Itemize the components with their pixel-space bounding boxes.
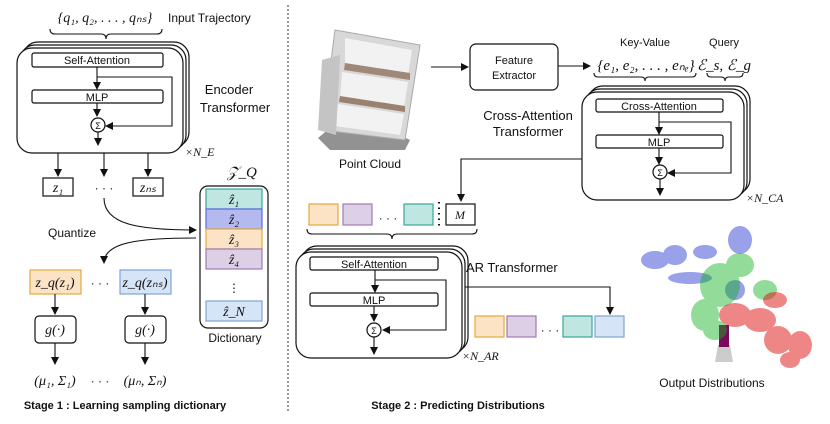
- ca-label-2: Transformer: [493, 124, 564, 139]
- mask-token: [445, 203, 476, 226]
- dictionary-entry: [205, 300, 263, 322]
- quantized-zns-label: z_q(zₙₛ): [121, 276, 167, 291]
- token-brace: [306, 228, 478, 240]
- input-trajectory-label: Input Trajectory: [168, 11, 251, 25]
- dictionary-entry-label: ẑ₁: [228, 193, 239, 208]
- gaussian-dots: · · ·: [91, 374, 110, 388]
- stage1-caption: Stage 1 : Learning sampling dictionary: [24, 400, 227, 412]
- encoder-label-2: Transformer: [200, 100, 271, 115]
- quantize-label: Quantize: [48, 226, 96, 240]
- ar-label: AR Transformer: [466, 260, 558, 275]
- ar-self-attention-block: [309, 256, 439, 271]
- input-token-row: · · · M: [308, 202, 476, 226]
- query-label: Query: [709, 37, 739, 49]
- key-value-brace: [593, 72, 697, 82]
- cross-attention-transformer: Cross-Attention MLP Σ: [581, 85, 751, 201]
- dictionary-entry-label: ẑ_N: [222, 305, 245, 320]
- sum-symbol: Σ: [95, 121, 101, 131]
- query-brace: [706, 72, 744, 82]
- self-attention-label: Self-Attention: [64, 55, 130, 67]
- gaussian-n: (μₙ, Σₙ): [124, 374, 167, 389]
- quantize-arrow-out: [100, 237, 197, 264]
- output-distributions-label: Output Distributions: [659, 376, 764, 390]
- encoder-label: Encoder: [205, 82, 254, 97]
- dictionary-entry: [205, 248, 263, 270]
- ar-transformer: Self-Attention MLP Σ: [295, 245, 469, 359]
- gaussian-1: (μ₁, Σ₁): [34, 374, 76, 389]
- key-value-label: Key-Value: [620, 37, 670, 49]
- latent-z1: [42, 177, 74, 197]
- feature-extractor: [469, 43, 559, 91]
- latent-dots: · · ·: [95, 181, 114, 195]
- cross-attention-label: Cross-Attention: [621, 101, 697, 113]
- token-dots: · · ·: [379, 211, 398, 225]
- latent-zns-label: zₙₛ: [139, 181, 157, 196]
- encoder-transformer: Self-Attention MLP Σ: [16, 41, 190, 154]
- ca-label: Cross-Attention: [483, 108, 573, 123]
- dictionary-entry-label: ẑ₂: [228, 213, 239, 228]
- feature-extractor-label: Feature: [495, 55, 533, 67]
- output-token-dots: · · ·: [541, 323, 560, 337]
- mask-token-label: M: [454, 208, 466, 222]
- dictionary: ẑ₁ ẑ₂ ẑ₃ ẑ₄ ẑ_N ⋮: [199, 185, 269, 329]
- query-set: ℰ_s, ℰ_g: [697, 58, 752, 74]
- latent-z1-label: z₁: [52, 181, 63, 196]
- ar-repeat: ×N_AR: [462, 349, 499, 363]
- ar-mlp-label: MLP: [363, 295, 386, 307]
- mlp-label: MLP: [86, 92, 109, 104]
- dictionary-entry-label: ẑ₄: [228, 253, 239, 268]
- decoder-g1-label: g(·): [45, 323, 65, 338]
- quantize-arrow-in: [103, 197, 197, 234]
- latent-zns: [132, 177, 164, 197]
- ca-repeat: ×N_CA: [746, 191, 784, 205]
- dictionary-label: Dictionary: [208, 331, 261, 345]
- stage1: {q₁, q₂, . . . , qₙₛ} Input Trajectory S…: [16, 11, 271, 412]
- output-distributions-image: [641, 226, 812, 368]
- stage2-caption: Stage 2 : Predicting Distributions: [371, 400, 545, 412]
- quantized-z1-label: z_q(z₁): [34, 276, 74, 291]
- quantized-dots: · · ·: [91, 276, 110, 290]
- stage2: Point Cloud Feature Extractor Key-Value …: [295, 29, 812, 412]
- input-trajectory-set: {q₁, q₂, . . . , qₙₛ}: [58, 11, 153, 26]
- decoder-g2-label: g(·): [135, 323, 155, 338]
- ca-sum-symbol: Σ: [657, 168, 663, 178]
- key-value-set: {e₁, e₂, . . . , eₙₑ}: [597, 58, 694, 74]
- dictionary-vdots: ⋮: [228, 281, 240, 295]
- output-token-row: · · ·: [474, 315, 625, 338]
- point-cloud-label: Point Cloud: [339, 157, 401, 171]
- codebook-symbol: 𝒵_Q: [226, 165, 257, 181]
- ca-mlp-label: MLP: [648, 137, 671, 149]
- point-cloud-image: [318, 29, 421, 150]
- encoder-repeat: ×N_E: [185, 145, 215, 159]
- dictionary-entry-label: ẑ₃: [228, 233, 239, 248]
- feature-extractor-label-2: Extractor: [492, 70, 536, 82]
- input-brace: [49, 28, 163, 40]
- ar-self-attention-label: Self-Attention: [341, 259, 407, 271]
- quantized-zns: [119, 269, 172, 295]
- ar-sum-symbol: Σ: [371, 326, 377, 336]
